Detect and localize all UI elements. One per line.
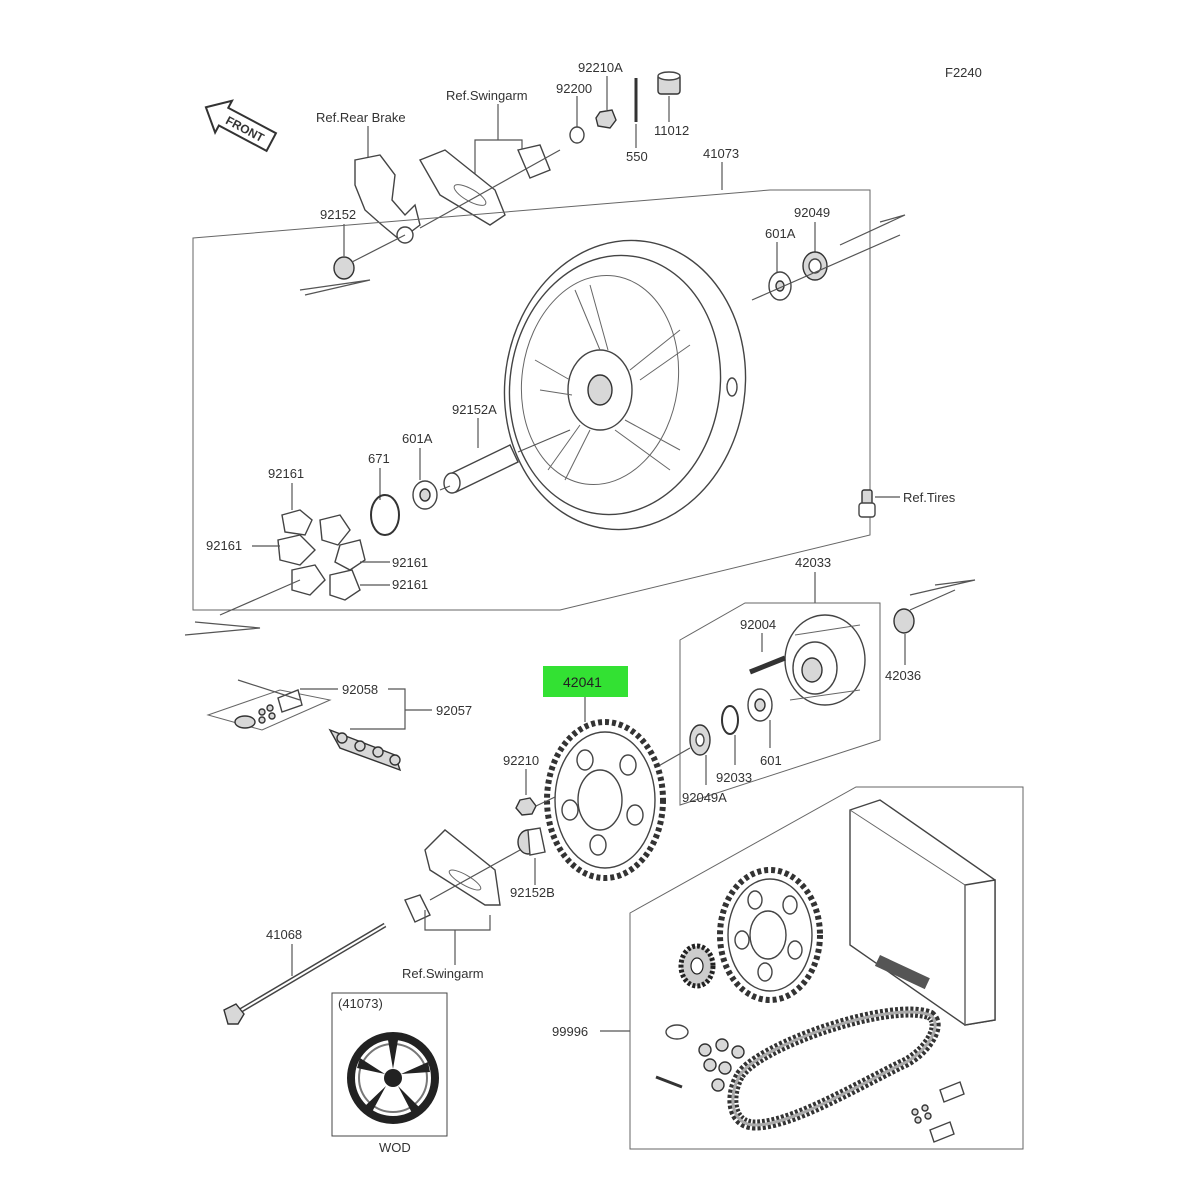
label-92200: 92200 — [556, 81, 592, 96]
circlip-92033 — [721, 705, 739, 735]
label-92161-a: 92161 — [268, 466, 304, 481]
highlight-tag-42041[interactable]: 42041 — [543, 666, 628, 697]
label-92057: 92057 — [436, 703, 472, 718]
label-92161-b: 92161 — [206, 538, 242, 553]
diagram-code: F2240 — [945, 65, 982, 80]
inset-frame — [331, 992, 448, 1137]
inset-wheel-icon — [347, 1032, 439, 1124]
inset-ref-label: (41073) — [338, 996, 383, 1011]
adjuster-block-top — [517, 144, 551, 179]
label-41068: 41068 — [266, 927, 302, 942]
cap-11012 — [657, 71, 681, 95]
label-550: 550 — [626, 149, 648, 164]
valve-port — [726, 377, 738, 397]
spacer-92152A — [443, 444, 519, 494]
kit-box — [849, 799, 996, 1026]
chain-joint-92058 — [206, 679, 332, 731]
label-92033: 92033 — [716, 770, 752, 785]
rear-wheel — [503, 239, 747, 531]
nut-92210A — [595, 109, 617, 129]
label-92161-d: 92161 — [392, 577, 428, 592]
label-92210: 92210 — [503, 753, 539, 768]
wheel-frame — [192, 189, 871, 611]
ref-swingarm-bottom-label: Ref.Swingarm — [402, 966, 484, 981]
label-92049: 92049 — [794, 205, 830, 220]
collar-92152B — [517, 827, 546, 856]
hub-frame — [679, 602, 881, 806]
sprocket-hub-42033 — [784, 614, 866, 706]
kit-chain — [727, 1006, 941, 1131]
brake-caliper-bracket — [354, 154, 421, 244]
drive-chain-92057 — [328, 728, 402, 772]
label-601A-left: 601A — [402, 431, 433, 446]
ref-rear-brake-label: Ref.Rear Brake — [316, 110, 406, 125]
rear-sprocket-42041 — [544, 719, 666, 881]
chain-adjuster-bottom — [404, 829, 501, 923]
chain-adjuster-top — [418, 149, 506, 226]
label-42036: 42036 — [885, 668, 921, 683]
label-11012: 11012 — [654, 123, 689, 138]
label-92161-c: 92161 — [392, 555, 428, 570]
damper-rubbers-92161 — [277, 509, 366, 601]
label-92152B: 92152B — [510, 885, 555, 900]
inset-code-label: WOD — [379, 1140, 411, 1155]
kit-front-sprocket — [678, 943, 716, 989]
circlip-671 — [370, 494, 400, 536]
label-601: 601 — [760, 753, 782, 768]
label-42041: 42041 — [563, 674, 602, 690]
label-99996: 99996 — [552, 1024, 588, 1039]
nut-92210 — [515, 797, 537, 816]
kit-cotter-pin — [655, 1075, 683, 1089]
tire-valve-icon — [858, 489, 876, 518]
ref-swingarm-top-label: Ref.Swingarm — [446, 88, 528, 103]
stud-92004 — [749, 655, 786, 675]
label-92058: 92058 — [342, 682, 378, 697]
front-arrow-icon: FRONT — [204, 99, 278, 153]
kit-nuts — [698, 1038, 745, 1092]
label-601A-right: 601A — [765, 226, 796, 241]
collar-92152 — [333, 256, 355, 280]
label-92210A: 92210A — [578, 60, 623, 75]
label-671: 671 — [368, 451, 390, 466]
label-42033: 42033 — [795, 555, 831, 570]
label-92004: 92004 — [740, 617, 776, 632]
washer-92200 — [569, 126, 585, 144]
chain-kit-frame — [629, 786, 1024, 1150]
collar-42036 — [893, 608, 915, 634]
kit-rear-sprocket — [717, 867, 823, 1003]
label-92152A: 92152A — [452, 402, 497, 417]
kit-master-link — [911, 1081, 965, 1143]
rear-axle-41068 — [223, 922, 387, 1025]
kit-washer — [665, 1024, 689, 1040]
label-41073: 41073 — [703, 146, 739, 161]
label-92152: 92152 — [320, 207, 356, 222]
ref-tires-label: Ref.Tires — [903, 490, 956, 505]
highlight-box-42041[interactable] — [543, 666, 628, 697]
label-92049A: 92049A — [682, 790, 727, 805]
